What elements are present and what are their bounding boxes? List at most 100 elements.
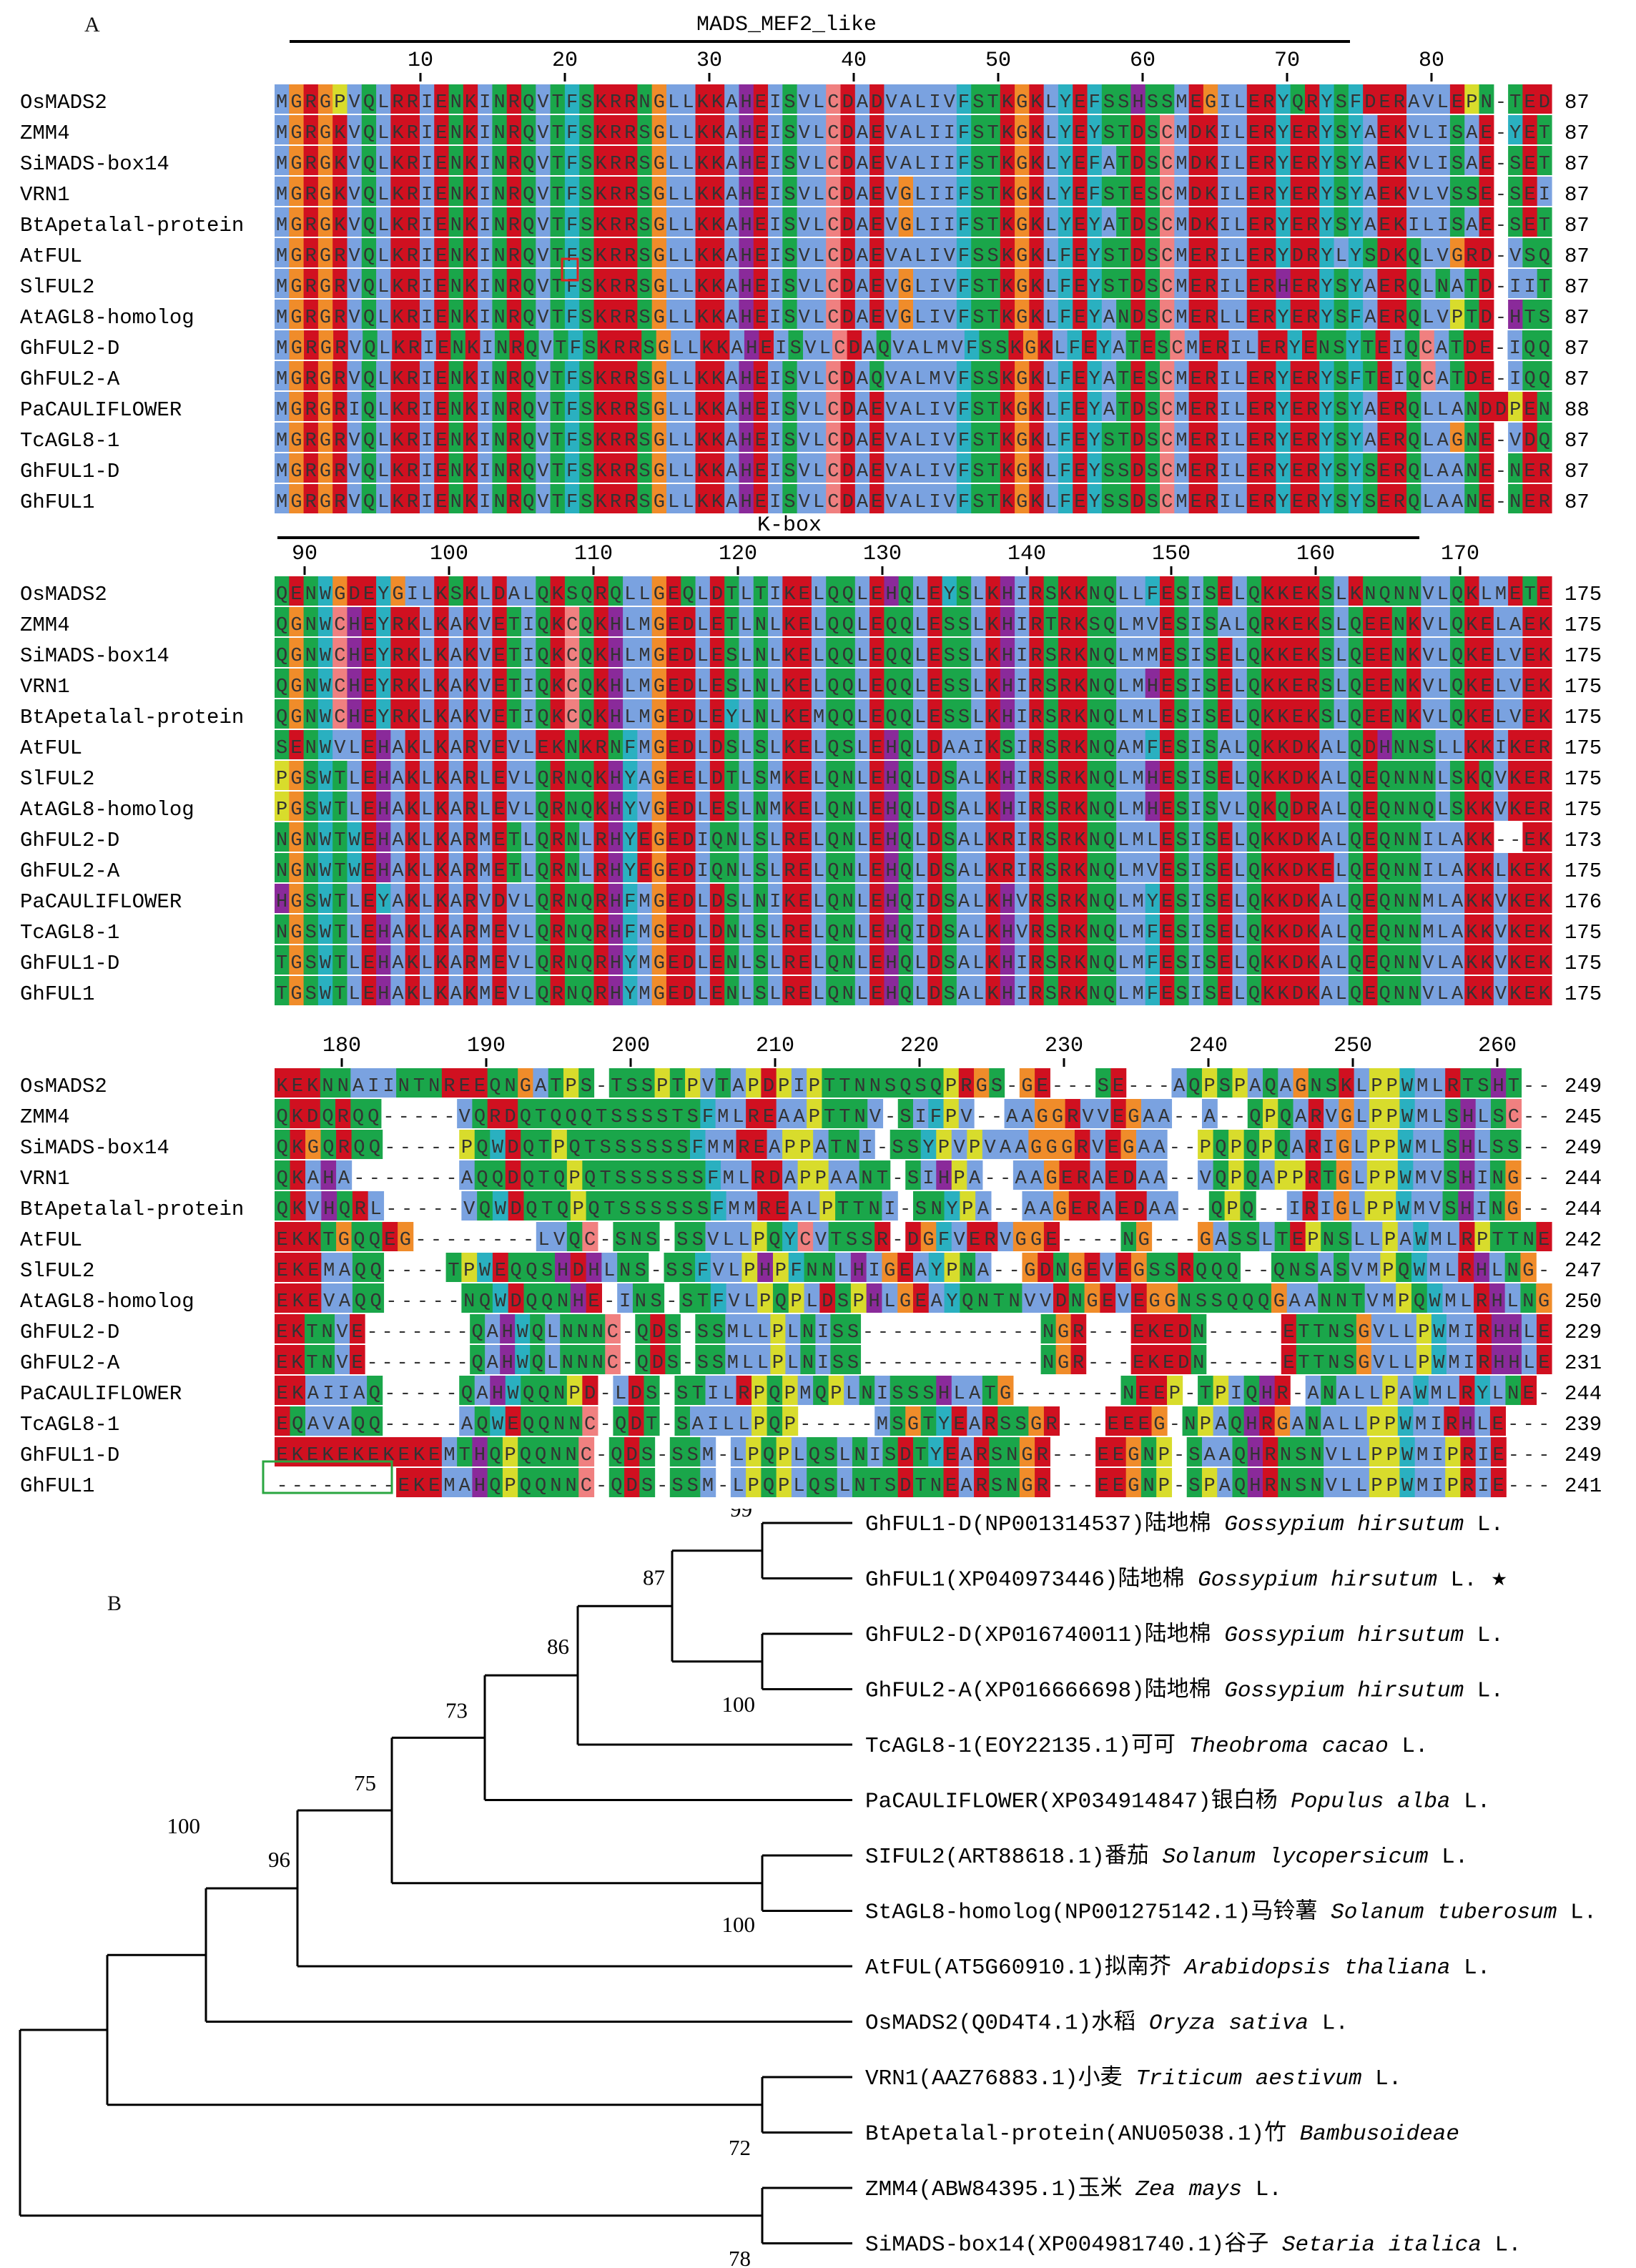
residue-letter: E bbox=[871, 123, 882, 144]
residue-letter: Q bbox=[1408, 430, 1419, 452]
residue-letter: M bbox=[1176, 184, 1187, 206]
residue-letter: S bbox=[639, 400, 650, 421]
residue-letter: K bbox=[1539, 615, 1551, 636]
residue-letter: V bbox=[508, 799, 521, 821]
residue-letter: L bbox=[1234, 769, 1246, 790]
residue-letter: E bbox=[1248, 492, 1260, 513]
seq-end-position: 87 bbox=[1564, 337, 1590, 360]
residue-letter: T bbox=[1509, 92, 1521, 114]
residue-letter: V bbox=[892, 338, 905, 360]
residue-letter: R bbox=[1060, 615, 1071, 636]
residue-letter: Q bbox=[900, 769, 912, 790]
residue-letter: R bbox=[1306, 123, 1318, 144]
residue-letter: A bbox=[450, 707, 463, 729]
residue-letter: Y bbox=[1060, 123, 1071, 144]
residue-letter: S bbox=[1321, 676, 1332, 698]
residue-letter: L bbox=[1132, 584, 1143, 606]
residue-letter: Q bbox=[827, 830, 839, 852]
residue-letter: M bbox=[1176, 369, 1187, 390]
residue-letter: E bbox=[871, 584, 882, 606]
residue-letter: E bbox=[1161, 584, 1173, 606]
residue-letter: R bbox=[624, 246, 636, 267]
residue-letter: D bbox=[929, 953, 940, 975]
residue-letter: L bbox=[697, 799, 709, 821]
residue-letter: - bbox=[1495, 246, 1507, 267]
residue-letter: R bbox=[305, 92, 317, 114]
residue-letter: I bbox=[972, 738, 984, 759]
residue-letter: M bbox=[479, 922, 491, 944]
residue-letter: S bbox=[1539, 307, 1550, 329]
residue-letter: E bbox=[871, 277, 882, 298]
residue-letter: E bbox=[799, 769, 810, 790]
residue-letter: S bbox=[1103, 92, 1115, 114]
residue-letter: G bbox=[654, 400, 665, 421]
residue-letter: I bbox=[1219, 154, 1231, 175]
residue-letter: E bbox=[493, 799, 505, 821]
residue-letter: G bbox=[654, 277, 665, 298]
residue-letter: R bbox=[508, 154, 520, 175]
residue-letter: F bbox=[1147, 922, 1158, 944]
residue-letter: K bbox=[1263, 830, 1275, 852]
seq-row: QGNWCHEYRKLKAKVETIQKCQKHLMGEDLETLNLKELQQ… bbox=[275, 607, 1552, 636]
residue-letter: E bbox=[799, 892, 810, 913]
residue-letter: A bbox=[900, 461, 912, 483]
residue-letter: A bbox=[450, 738, 463, 759]
residue-letter: V bbox=[537, 430, 549, 452]
residue-letter: I bbox=[479, 277, 491, 298]
residue-letter: - bbox=[1495, 277, 1507, 298]
residue-letter: E bbox=[1191, 277, 1202, 298]
residue-letter: I bbox=[1219, 369, 1231, 390]
residue-letter: I bbox=[479, 461, 491, 483]
residue-letter: V bbox=[1509, 646, 1522, 667]
residue-letter: S bbox=[1321, 646, 1332, 667]
residue-letter: G bbox=[654, 738, 665, 759]
residue-letter: E bbox=[1524, 154, 1535, 175]
residue-letter: A bbox=[958, 953, 970, 975]
residue-letter: K bbox=[1074, 892, 1086, 913]
residue-letter: K bbox=[1306, 738, 1319, 759]
residue-letter: S bbox=[1336, 154, 1347, 175]
residue-letter: V bbox=[508, 922, 521, 944]
residue-letter: M bbox=[1132, 799, 1143, 821]
residue-letter: E bbox=[755, 123, 767, 144]
residue-letter: I bbox=[769, 92, 781, 114]
residue-letter: L bbox=[1118, 922, 1129, 944]
residue-letter: E bbox=[668, 861, 679, 882]
residue-letter: G bbox=[1016, 307, 1028, 329]
residue-letter: D bbox=[711, 769, 723, 790]
residue-letter: L bbox=[1437, 769, 1449, 790]
residue-letter: A bbox=[900, 123, 912, 144]
seq-row: PGSWTLEHAKLKARLEVLQRNQKHYAGEELDTLSMKELQN… bbox=[275, 761, 1552, 790]
residue-letter: K bbox=[552, 646, 564, 667]
residue-letter: H bbox=[1147, 676, 1158, 698]
residue-letter: D bbox=[1132, 461, 1143, 483]
residue-letter: F bbox=[958, 400, 970, 421]
residue-letter: L bbox=[378, 369, 389, 390]
residue-letter: D bbox=[929, 799, 940, 821]
residue-letter: S bbox=[1118, 492, 1129, 513]
residue-letter: H bbox=[349, 646, 360, 667]
residue-letter: K bbox=[1509, 799, 1522, 821]
residue-letter: K bbox=[1306, 892, 1319, 913]
residue-letter: I bbox=[1219, 215, 1231, 237]
residue-letter: N bbox=[566, 738, 578, 759]
residue-letter: R bbox=[465, 830, 476, 852]
residue-letter: E bbox=[435, 369, 447, 390]
residue-letter: F bbox=[1089, 92, 1100, 114]
residue-letter: H bbox=[1002, 676, 1013, 698]
residue-letter: I bbox=[482, 338, 493, 360]
residue-letter: S bbox=[995, 338, 1007, 360]
residue-letter: S bbox=[1118, 461, 1129, 483]
residue-letter: L bbox=[1045, 154, 1057, 175]
residue-letter: K bbox=[1481, 953, 1493, 975]
residue-letter: K bbox=[1466, 707, 1478, 729]
residue-letter: I bbox=[1391, 338, 1403, 360]
residue-letter: R bbox=[610, 492, 621, 513]
residue-letter: K bbox=[407, 984, 419, 1005]
residue-letter: S bbox=[1147, 400, 1158, 421]
residue-letter: C bbox=[1161, 461, 1173, 483]
residue-letter: R bbox=[1306, 492, 1318, 513]
residue-letter: L bbox=[1336, 738, 1347, 759]
residue-letter: K bbox=[465, 246, 477, 267]
residue-letter: G bbox=[290, 769, 302, 790]
